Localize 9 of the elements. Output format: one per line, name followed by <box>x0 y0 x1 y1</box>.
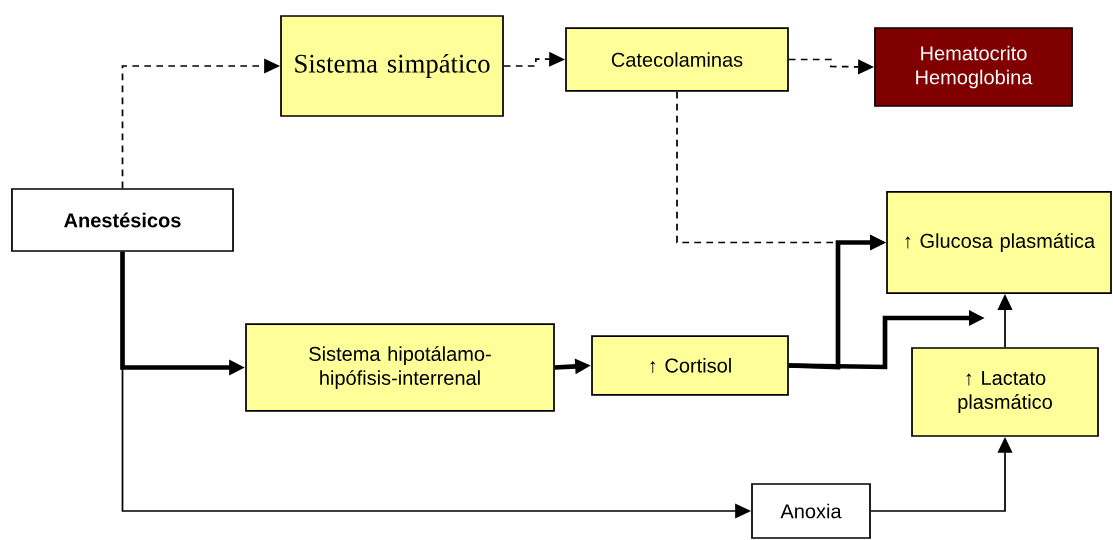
process-box: Catecolaminas <box>565 27 789 92</box>
process-box: ↑ Glucosa plasmática <box>886 191 1112 294</box>
process-box: Hematocrito Hemoglobina <box>874 27 1073 107</box>
process-box: Sistema simpático <box>280 15 504 117</box>
process-box: ↑ Lactato plasmático <box>911 347 1099 437</box>
process-box: ↑ Cortisol <box>591 335 789 396</box>
process-box: Anoxia <box>751 483 871 539</box>
process-box: Sistema hipotálamo-hipófisis-interrenal <box>245 323 555 412</box>
process-box: Anestésicos <box>11 188 234 252</box>
